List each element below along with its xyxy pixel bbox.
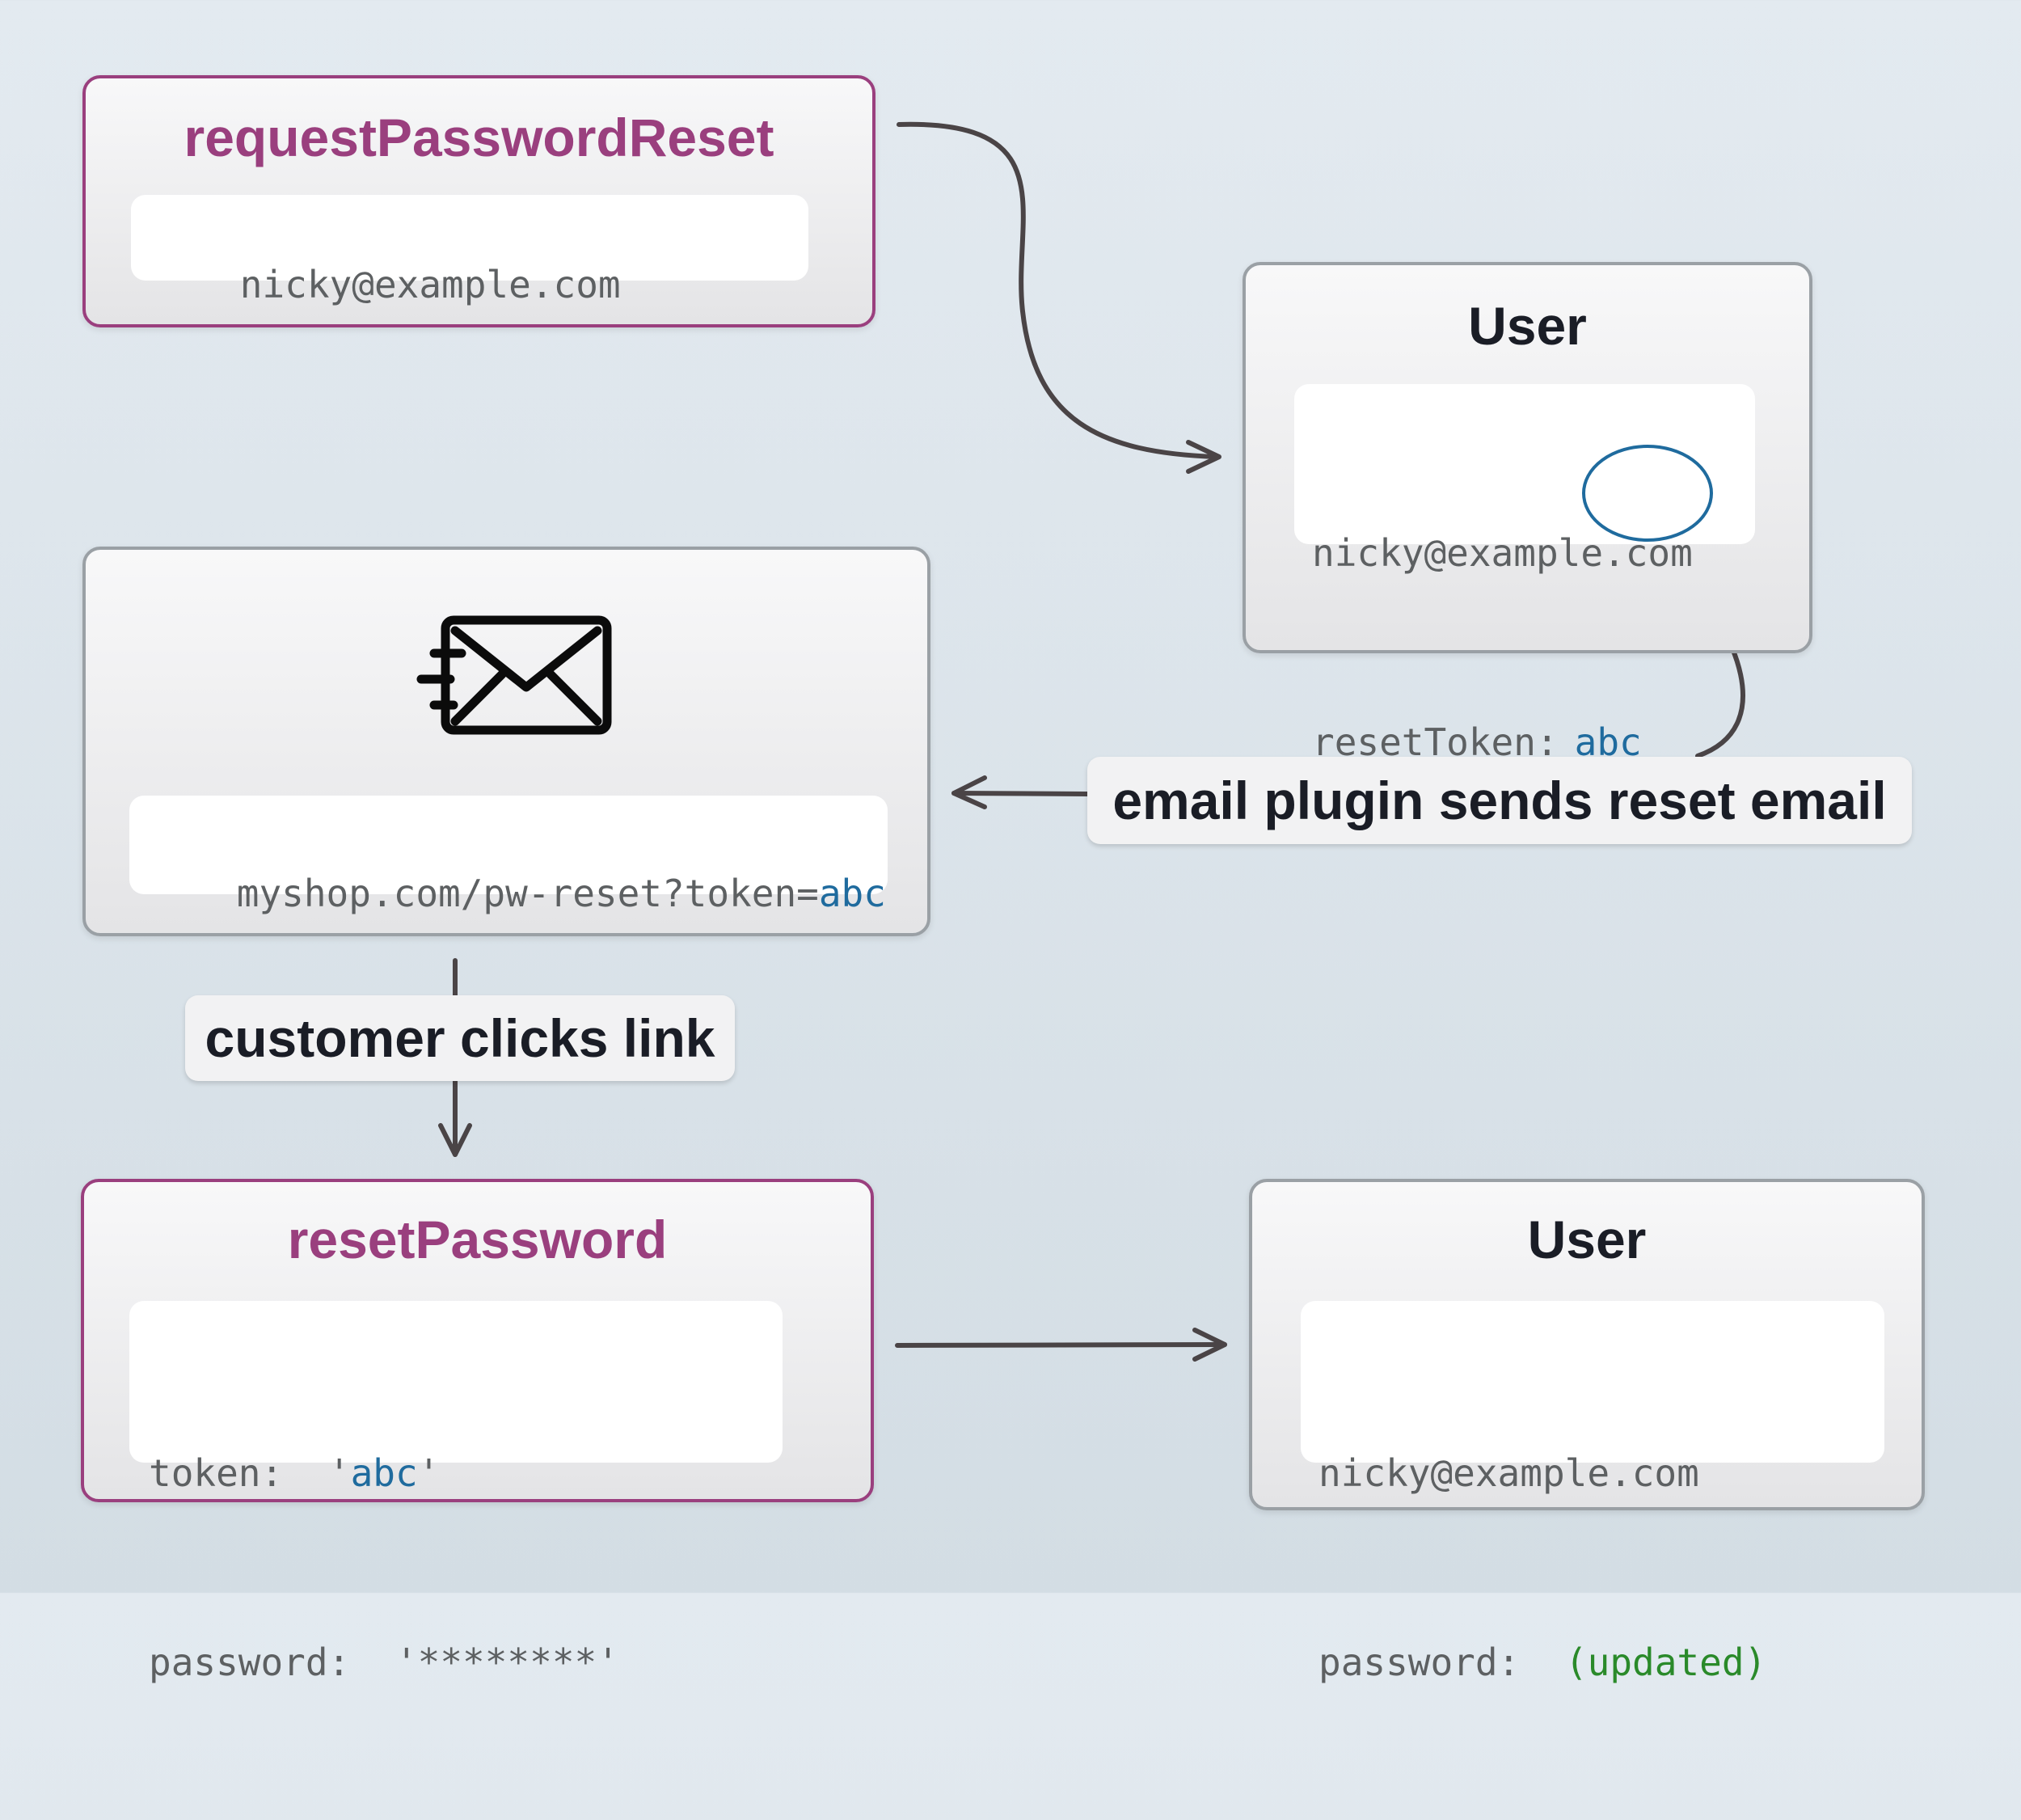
reset-link-token: abc: [818, 872, 886, 915]
arrow-request-to-user-head: [1186, 440, 1221, 474]
user-bottom-password-value: (updated): [1564, 1641, 1767, 1684]
user-top-title: User: [1468, 296, 1587, 356]
arrow-request-to-user: [897, 121, 1219, 459]
reset-token-open-quote: ': [327, 1451, 351, 1495]
user-bottom-box: User nicky@example.com password: (update…: [1249, 1179, 1925, 1684]
request-email: nicky@example.com: [239, 263, 621, 306]
user-bottom-password-key: password:: [1319, 1641, 1542, 1684]
reset-password-key: password:: [149, 1641, 373, 1684]
reset-password-value: '********': [394, 1641, 619, 1684]
reset-token-value: abc: [350, 1451, 418, 1495]
envelope-send-icon: [416, 615, 612, 735]
reset-link-field: myshop.com/pw-reset?token=abc: [129, 796, 888, 915]
user-top-fields: nicky@example.com resetToken:abc: [1294, 384, 1755, 764]
request-password-reset-box: requestPasswordReset nicky@example.com: [82, 75, 875, 327]
request-email-field: nicky@example.com: [131, 195, 808, 306]
user-top-box: User nicky@example.com resetToken:abc: [1243, 262, 1812, 764]
reset-token-close-quote: ': [417, 1451, 441, 1495]
reset-link-prefix: myshop.com/pw-reset?token=: [236, 872, 819, 915]
user-bottom-email: nicky@example.com: [1319, 1451, 1699, 1495]
email-plugin-label: email plugin sends reset email: [1087, 757, 1912, 844]
reset-password-title: resetPassword: [287, 1210, 668, 1269]
reset-password-fields: token: 'abc' password: '********': [129, 1301, 783, 1684]
arrow-reset-to-user-head: [1192, 1328, 1227, 1362]
arrow-email-to-reset-head: [438, 1123, 472, 1157]
token-highlight-circle: [1582, 445, 1713, 542]
arrow-label-to-email: [951, 791, 1090, 796]
arrow-label-to-email-head: [951, 775, 987, 809]
reset-password-box: resetPassword token: 'abc' password: '**…: [81, 1179, 874, 1684]
email-box: myshop.com/pw-reset?token=abc: [82, 547, 930, 936]
reset-token-key: token:: [149, 1451, 306, 1495]
user-bottom-fields: nicky@example.com password: (updated): [1301, 1301, 1884, 1684]
customer-clicks-label: customer clicks link: [185, 995, 735, 1081]
user-bottom-title: User: [1527, 1210, 1647, 1269]
request-password-reset-title: requestPasswordReset: [184, 108, 774, 167]
